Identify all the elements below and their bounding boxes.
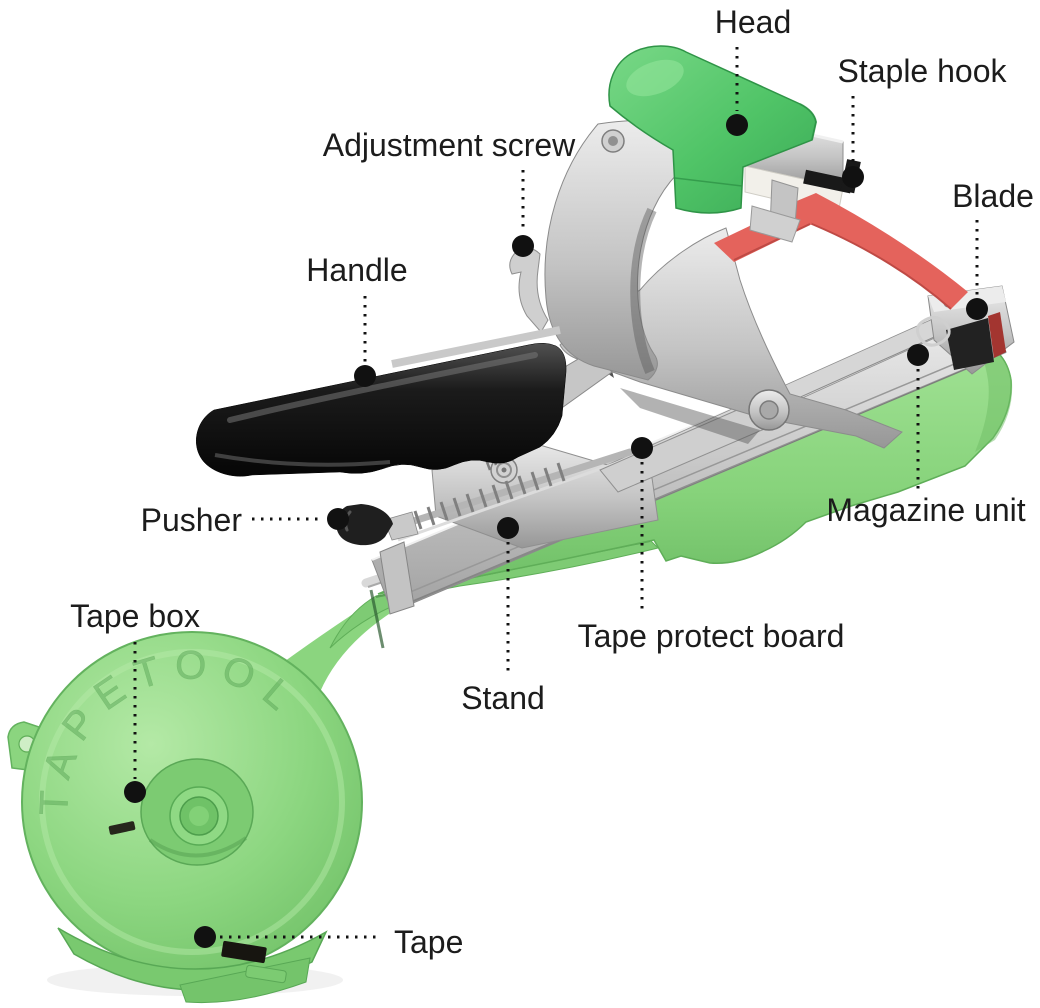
adjustment-screw-lever (509, 244, 549, 333)
label-blade-text: Blade (952, 178, 1034, 214)
tape-protect-board-dot (631, 437, 653, 459)
label-magazine-unit-text: Magazine unit (826, 492, 1025, 528)
pusher-spring (413, 462, 566, 530)
tape-dot (194, 926, 216, 948)
label-magazine-unit: Magazine unit (826, 344, 1026, 528)
label-blade: Blade (952, 178, 1034, 320)
adjustment-screw-dot (512, 235, 534, 257)
tape-tongue (749, 205, 801, 243)
label-stand-text: Stand (461, 680, 545, 716)
pusher-knob (336, 504, 419, 546)
stand-dot (497, 517, 519, 539)
body-neck-seam (369, 589, 385, 649)
staple-hook-dot (842, 166, 864, 188)
head (608, 45, 818, 214)
callout-labels: Head Staple hook Adjustment screw Blade … (70, 4, 1034, 960)
handle (196, 326, 567, 477)
label-tape-protect-board-text: Tape protect board (578, 618, 845, 654)
magazine-unit-dot (907, 344, 929, 366)
label-pusher-text: Pusher (141, 502, 243, 538)
label-adjustment-screw-text: Adjustment screw (323, 127, 576, 163)
label-staple-hook-text: Staple hook (837, 53, 1007, 89)
label-tape: Tape (194, 924, 463, 960)
label-adjustment-screw: Adjustment screw (323, 127, 576, 257)
pusher-assembly (388, 419, 659, 549)
label-pusher: Pusher (141, 502, 349, 538)
label-stand: Stand (461, 517, 545, 716)
label-tape-box: Tape box (70, 598, 200, 803)
head-dot (726, 114, 748, 136)
handle-dot (354, 365, 376, 387)
label-tape-protect-board: Tape protect board (578, 437, 845, 654)
label-handle-text: Handle (306, 252, 407, 288)
blade-dot (966, 298, 988, 320)
label-tape-box-text: Tape box (70, 598, 200, 634)
magazine-rear-cap (379, 541, 415, 615)
pusher-dot (327, 508, 349, 530)
label-staple-hook: Staple hook (837, 53, 1008, 188)
tape-box-dot (124, 781, 146, 803)
label-tape-text: Tape (394, 924, 463, 960)
tape-exit-slot (221, 940, 267, 964)
label-handle: Handle (306, 252, 408, 387)
label-head: Head (715, 4, 792, 136)
label-head-text: Head (715, 4, 792, 40)
